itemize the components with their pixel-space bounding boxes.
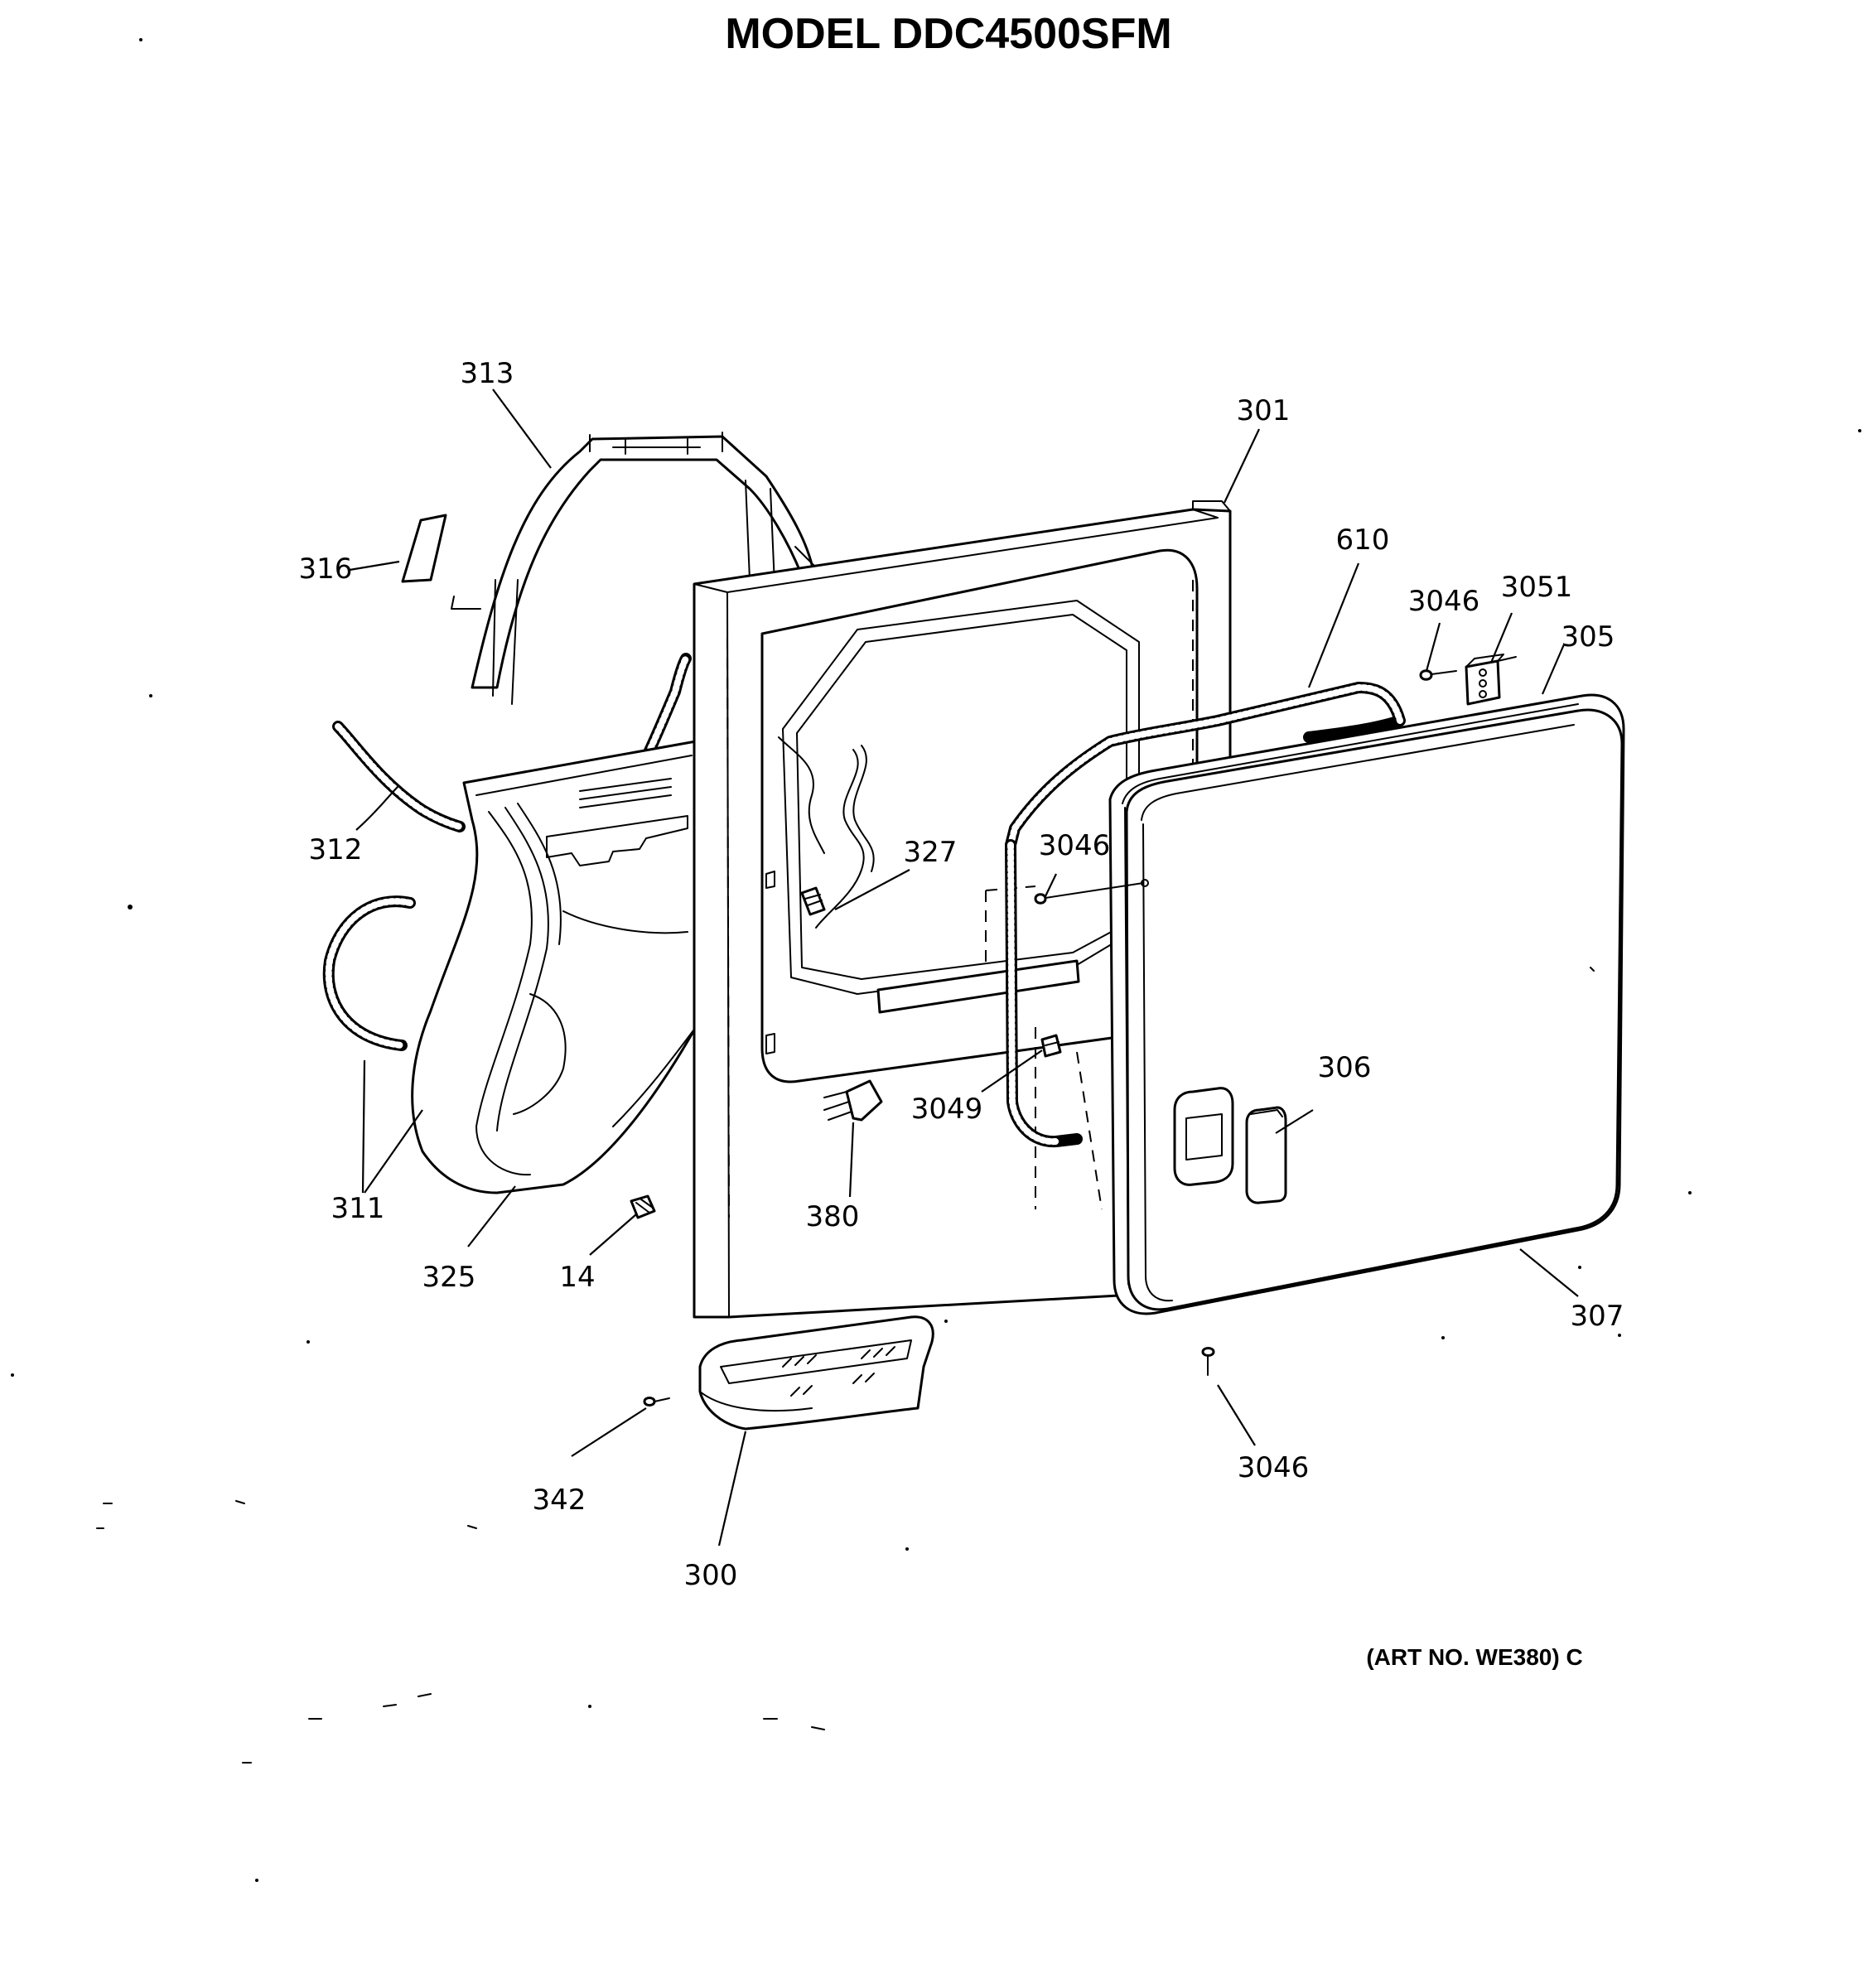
callout-3051: 3051 — [1501, 571, 1573, 604]
callout-316: 316 — [299, 552, 353, 586]
part-311-felt-ring — [322, 895, 416, 1051]
callout-306: 306 — [1318, 1051, 1372, 1084]
part-300-handle-bezel — [698, 1315, 934, 1431]
art-number: (ART NO. WE380) C — [1366, 1644, 1582, 1670]
callout-311: 311 — [331, 1192, 385, 1225]
part-327-door-switch — [800, 886, 826, 916]
callout-305: 305 — [1561, 620, 1615, 654]
part-342-screw — [643, 1397, 670, 1407]
part-3046-screw-mid — [1034, 879, 1149, 905]
callout-327: 327 — [904, 836, 958, 869]
part-3051-hinge — [1465, 654, 1517, 706]
part-14-clip — [630, 1194, 656, 1219]
callout-3046-mid: 3046 — [1039, 829, 1111, 862]
part-3046-screw-bottom — [1201, 1347, 1215, 1376]
part-3049-latch-block — [1040, 1034, 1062, 1058]
callout-300: 300 — [684, 1559, 738, 1592]
callout-325: 325 — [422, 1261, 476, 1294]
callout-342: 342 — [533, 1484, 586, 1517]
part-301-front-panel — [693, 500, 1232, 1319]
part-3046-screw-top — [1419, 669, 1457, 681]
callout-380: 380 — [806, 1200, 860, 1233]
part-306-handle-insert — [1245, 1106, 1287, 1204]
part-325-duct-housing — [411, 740, 697, 1194]
part-316-pad — [401, 514, 447, 583]
callout-3046-top: 3046 — [1408, 585, 1480, 618]
diagram-title: MODEL DDC4500SFM — [725, 10, 1171, 58]
part-307-outer-door — [1125, 708, 1624, 1311]
callout-301: 301 — [1237, 394, 1291, 427]
callout-3046-bottom: 3046 — [1238, 1451, 1310, 1484]
callout-14: 14 — [559, 1261, 595, 1294]
leader-lines — [349, 388, 1579, 1546]
callout-312: 312 — [309, 833, 363, 866]
callout-3049: 3049 — [911, 1093, 983, 1126]
part-610-door-gasket — [1005, 682, 1406, 1148]
callout-307: 307 — [1571, 1300, 1624, 1333]
callout-610: 610 — [1336, 524, 1390, 557]
callout-313: 313 — [461, 357, 514, 390]
part-380-connector — [823, 1079, 883, 1122]
scan-specks — [11, 38, 1861, 1882]
